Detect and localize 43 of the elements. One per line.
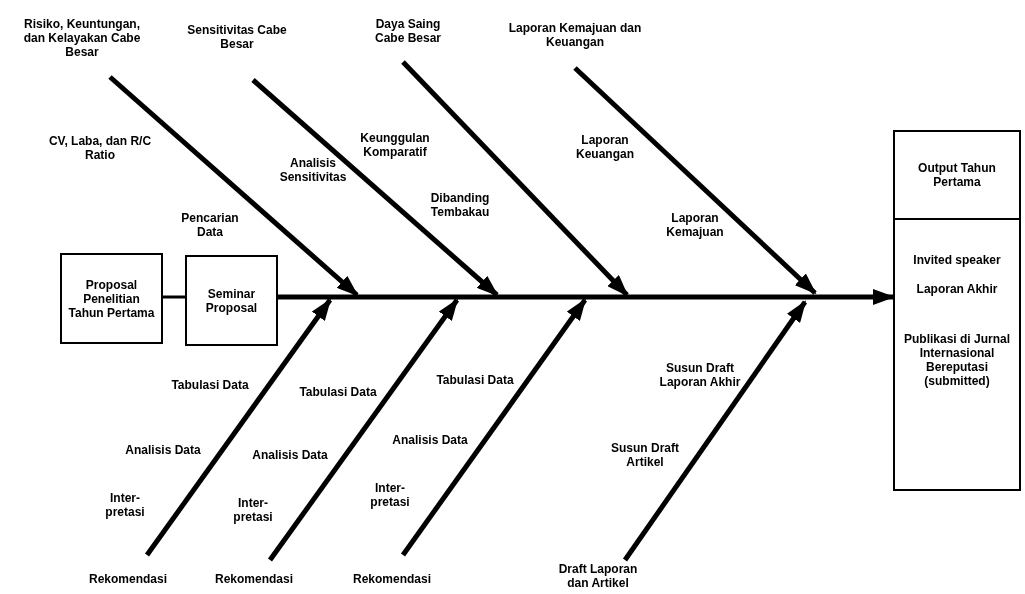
cause-label: Analisis Sensitivitas (278, 156, 348, 184)
category-label: Rekomendasi (80, 570, 176, 588)
bone-arrow (622, 300, 808, 562)
cause-label: Tabulasi Data (435, 373, 515, 387)
cause-label: Keunggulan Komparatif (359, 131, 431, 159)
category-label: Daya Saing Cabe Besar (360, 14, 456, 48)
cause-label: Analisis Data (391, 433, 469, 447)
bone-arrow (267, 298, 460, 562)
output-box (893, 130, 1021, 491)
cause-label: Pencarian Data (180, 211, 240, 239)
output-item: Invited speaker (912, 253, 1002, 267)
bone-arrow (400, 298, 588, 557)
cause-label: Laporan Keuangan (575, 133, 635, 161)
connector-line (163, 295, 185, 299)
cause-label: Inter- pretasi (232, 496, 274, 524)
category-label: Laporan Kemajuan dan Keuangan (500, 18, 650, 52)
category-label: Rekomendasi (206, 570, 302, 588)
cause-label: Susun Draft Artikel (610, 441, 680, 469)
cause-label: Analisis Data (124, 443, 202, 457)
bone-arrow (401, 60, 629, 297)
spine-arrow (278, 289, 895, 305)
category-label: Rekomendasi (344, 570, 440, 588)
output-item: Publikasi di Jurnal Internasional Bereputasi (submitted) (903, 332, 1011, 388)
cause-label: Tabulasi Data (170, 378, 250, 392)
category-label: Draft Laporan dan Artikel (552, 560, 644, 592)
cause-label: Dibanding Tembakau (429, 191, 491, 219)
cause-label: Inter- pretasi (369, 481, 411, 509)
cause-label: Analisis Data (251, 448, 329, 462)
cause-label: Inter- pretasi (104, 491, 146, 519)
process-box: Proposal Penelitian Tahun Pertama (60, 253, 163, 344)
category-label: Sensitivitas Cabe Besar (182, 20, 292, 54)
process-box: Seminar Proposal (185, 255, 278, 346)
output-item: Laporan Akhir (915, 282, 999, 296)
cause-label: Laporan Kemajuan (665, 211, 725, 239)
cause-label: CV, Laba, dan R/C Ratio (47, 134, 153, 162)
output-heading: Output Tahun Pertama (917, 161, 997, 189)
category-label: Risiko, Keuntungan, dan Kelayakan Cabe Besar (12, 2, 152, 74)
bone-arrow (573, 66, 817, 295)
bone-arrow (251, 78, 499, 297)
cause-label: Susun Draft Laporan Akhir (658, 361, 742, 389)
bone-arrow (108, 75, 359, 297)
bone-arrow (144, 298, 333, 557)
cause-label: Tabulasi Data (298, 385, 378, 399)
